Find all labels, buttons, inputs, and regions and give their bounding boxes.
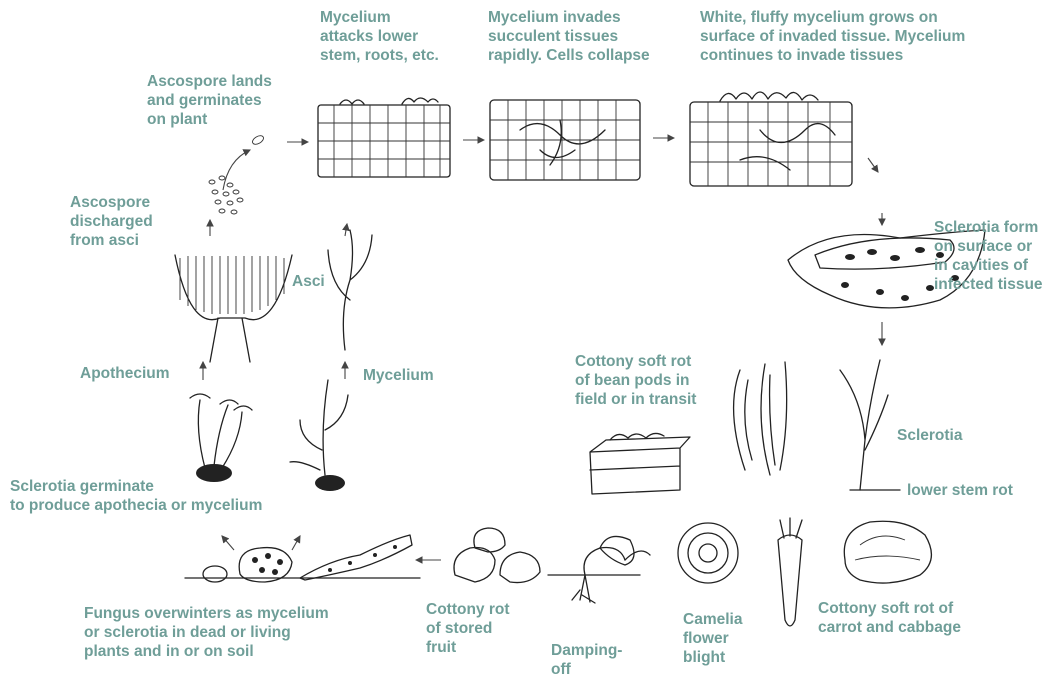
label-cottony-stored-fruit: Cottony rot of stored fruit bbox=[426, 600, 510, 657]
stem-rot-plant bbox=[840, 360, 900, 490]
bean-pods bbox=[734, 362, 787, 475]
cycle-arrows bbox=[203, 138, 882, 560]
cabbage bbox=[844, 521, 931, 583]
label-asci: Asci bbox=[292, 272, 325, 291]
camelia-flower bbox=[678, 523, 738, 583]
mycelium-hyphae-top bbox=[328, 230, 372, 350]
label-camelia: Camelia flower blight bbox=[683, 610, 742, 667]
label-sclerotia: Sclerotia bbox=[897, 426, 962, 445]
label-apothecium: Apothecium bbox=[80, 364, 170, 383]
label-ascospore-lands: Ascospore lands and germinates on plant bbox=[147, 72, 272, 129]
arrow-to-sclerotia-form bbox=[868, 158, 878, 172]
label-lower-stem-rot: lower stem rot bbox=[907, 481, 1013, 500]
label-mycelium-attacks: Mycelium attacks lower stem, roots, etc. bbox=[320, 8, 439, 65]
damping-off-seedling bbox=[548, 536, 650, 603]
apothecium-asci-section bbox=[175, 255, 292, 362]
arrow-germinate-left bbox=[222, 536, 234, 550]
carrot bbox=[778, 518, 802, 626]
stored-fruit bbox=[454, 528, 540, 583]
tissue-block-invaded bbox=[490, 100, 640, 180]
label-cottony-carrot: Cottony soft rot of carrot and cabbage bbox=[818, 599, 961, 637]
arrow-germinate-right bbox=[292, 536, 300, 550]
label-mycelium: Mycelium bbox=[363, 366, 434, 385]
label-sclerotia-form: Sclerotia form on surface or in cavities… bbox=[934, 218, 1043, 294]
label-white-fluffy: White, fluffy mycelium grows on surface … bbox=[700, 8, 965, 65]
tissue-block-fluffy bbox=[690, 92, 852, 186]
arrow-asci-mycelium-up bbox=[345, 224, 347, 236]
bean-crate bbox=[590, 433, 690, 494]
overwintering-soil bbox=[185, 535, 420, 582]
tissue-block-attacked bbox=[318, 98, 450, 177]
label-damping-off: Damping- off bbox=[551, 641, 622, 679]
ascospores bbox=[209, 134, 265, 214]
sclerotia-with-apothecia bbox=[190, 394, 252, 482]
label-mycelium-invades: Mycelium invades succulent tissues rapid… bbox=[488, 8, 650, 65]
label-cottony-bean: Cottony soft rot of bean pods in field o… bbox=[575, 352, 696, 409]
label-ascospore-discharged: Ascospore discharged from asci bbox=[70, 193, 153, 250]
label-sclerotia-germinate: Sclerotia germinate to produce apothecia… bbox=[10, 477, 262, 515]
sclerotia-with-mycelium bbox=[290, 380, 348, 491]
label-fungus-overwinters: Fungus overwinters as mycelium or sclero… bbox=[84, 604, 329, 661]
